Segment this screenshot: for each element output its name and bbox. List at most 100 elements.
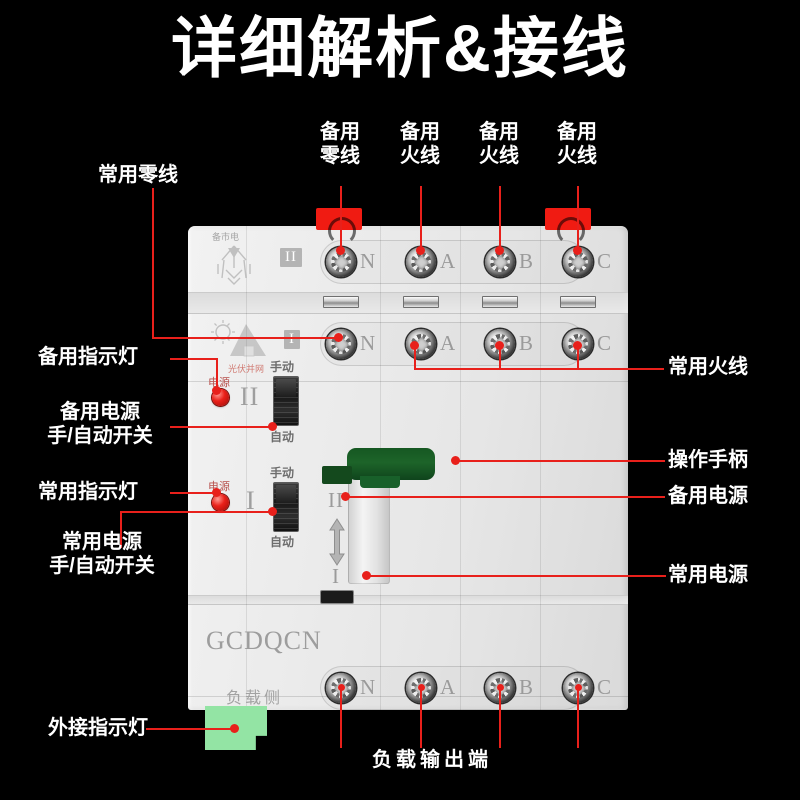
leader-normal-live-a-v xyxy=(414,345,416,370)
leader-dot-normal-live-a xyxy=(410,341,419,350)
leader-dot-normal-live-b xyxy=(495,341,504,350)
callout-normal-power-switch: 常用电源 手/自动开关 xyxy=(49,531,155,578)
leader-load-c xyxy=(577,688,579,748)
panel-seam-3 xyxy=(188,595,628,605)
leader-spare-neutral xyxy=(340,186,342,250)
brand-name: GCDQCN xyxy=(206,626,322,655)
terminal-label-normal-a: A xyxy=(440,331,456,355)
leader-spare-lamp xyxy=(170,358,218,360)
terminal-label-load-c: C xyxy=(597,675,612,699)
red-clip-left xyxy=(316,208,362,245)
leader-dot-handle xyxy=(451,456,460,465)
handle-side-tab[interactable] xyxy=(322,466,352,484)
normal-switch-roman: I xyxy=(246,486,256,515)
leader-dot-normal-neutral xyxy=(334,333,343,342)
callout-spare-live-b: 备用 火线 xyxy=(479,121,519,168)
leader-dot-normal-power xyxy=(362,571,371,580)
leader-normal-live-h xyxy=(414,368,664,370)
leader-dot-spare-live-c xyxy=(573,246,582,255)
spare-switch-roman: II xyxy=(240,382,260,411)
leader-dot-spare-live-a xyxy=(416,246,425,255)
pole-divider xyxy=(460,226,461,710)
handle-lower-stop xyxy=(320,590,354,604)
row1-icon-caption: 备市电 xyxy=(212,232,240,242)
callout-spare-live-a: 备用 火线 xyxy=(400,121,440,168)
leader-handle xyxy=(455,460,665,462)
callout-spare-indicator-lamp: 备用指示灯 xyxy=(38,346,138,368)
spare-switch-auto-label: 自动 xyxy=(270,430,295,444)
terminal-label-normal-n: N xyxy=(360,331,376,355)
normal-indicator-lamp[interactable] xyxy=(212,494,229,511)
utility-source-icon xyxy=(202,234,266,288)
terminal-screw-spare-a[interactable] xyxy=(406,247,436,277)
terminal-label-spare-c: C xyxy=(597,249,612,273)
handle-neck xyxy=(360,476,400,488)
terminal-label-normal-b: B xyxy=(519,331,534,355)
terminal-label-spare-a: A xyxy=(440,249,456,273)
leader-dot-normal-lamp xyxy=(212,488,221,497)
callout-spare-neutral: 备用 零线 xyxy=(320,121,360,168)
leader-normal-lamp xyxy=(170,492,218,494)
leader-dot-normal-live-c xyxy=(573,341,582,350)
leader-load-b xyxy=(499,688,501,748)
leader-spare-live-a xyxy=(420,186,422,250)
leader-dot-external-lamp xyxy=(230,724,239,733)
leader-load-n xyxy=(340,688,342,748)
terminal-label-load-b: B xyxy=(519,675,534,699)
leader-normal-switch-v xyxy=(120,512,122,548)
callout-spare-live-c: 备用 火线 xyxy=(557,121,597,168)
clamp-plate xyxy=(560,296,596,308)
transfer-switch-device: 备市电 II N A B C 光伏并网 I xyxy=(188,226,628,710)
callout-spare-power-switch: 备用电源 手/自动开关 xyxy=(47,401,153,448)
leader-normal-live-c-v xyxy=(577,345,579,370)
callout-normal-neutral: 常用零线 xyxy=(98,164,178,186)
spare-power-auto-switch[interactable] xyxy=(273,376,299,426)
leader-normal-neutral-h xyxy=(152,337,338,339)
callout-normal-live: 常用火线 xyxy=(668,356,748,378)
normal-switch-manual-label: 手动 xyxy=(270,466,295,480)
callout-external-indicator-lamp: 外接指示灯 xyxy=(48,717,148,739)
row1-roman-marker: II xyxy=(280,248,302,267)
callout-normal-power: 常用电源 xyxy=(668,564,748,586)
leader-dot-spare-power xyxy=(341,492,350,501)
normal-power-auto-switch[interactable] xyxy=(273,482,299,532)
page-title: 详细解析&接线 xyxy=(171,11,629,85)
pv-grid-source-icon xyxy=(206,318,276,368)
terminal-label-spare-n: N xyxy=(360,249,376,273)
leader-dot-load-c xyxy=(575,684,582,691)
leader-dot-spare-switch xyxy=(268,422,277,431)
leader-dot-load-n xyxy=(338,684,345,691)
leader-spare-lamp-v xyxy=(216,358,218,390)
handle-position-bottom-marker: I xyxy=(332,564,340,588)
panel-seam-2 xyxy=(188,381,628,382)
leader-dot-load-a xyxy=(418,684,425,691)
callout-operating-handle: 操作手柄 xyxy=(668,449,748,471)
leader-normal-power xyxy=(366,575,666,577)
terminal-screw-spare-b[interactable] xyxy=(485,247,515,277)
spare-switch-manual-label: 手动 xyxy=(270,360,295,374)
leader-dot-load-b xyxy=(497,684,504,691)
leader-spare-power xyxy=(345,496,665,498)
callout-normal-indicator-lamp: 常用指示灯 xyxy=(38,481,138,503)
leader-load-a xyxy=(420,688,422,748)
handle-position-top-marker: II xyxy=(328,488,344,512)
pole-divider xyxy=(246,226,247,710)
leader-dot-spare-neutral xyxy=(336,246,345,255)
leader-normal-switch-h xyxy=(120,511,274,513)
operating-handle[interactable] xyxy=(347,448,435,480)
leader-spare-live-b xyxy=(499,186,501,250)
terminal-label-load-n: N xyxy=(360,675,376,699)
row2-roman-marker: I xyxy=(284,330,300,349)
red-clip-right xyxy=(545,208,591,245)
leader-dot-normal-switch xyxy=(268,507,277,516)
leader-spare-live-c xyxy=(577,186,579,250)
clamp-plate xyxy=(482,296,518,308)
leader-external-lamp xyxy=(146,728,234,730)
row2-icon-caption: 光伏并网 xyxy=(228,364,265,374)
terminal-label-normal-c: C xyxy=(597,331,612,355)
callout-load-output: 负载输出端 xyxy=(372,749,492,771)
load-side-label: 负载侧 xyxy=(226,690,284,707)
leader-normal-neutral-v xyxy=(152,188,154,338)
leader-dot-spare-live-b xyxy=(495,246,504,255)
